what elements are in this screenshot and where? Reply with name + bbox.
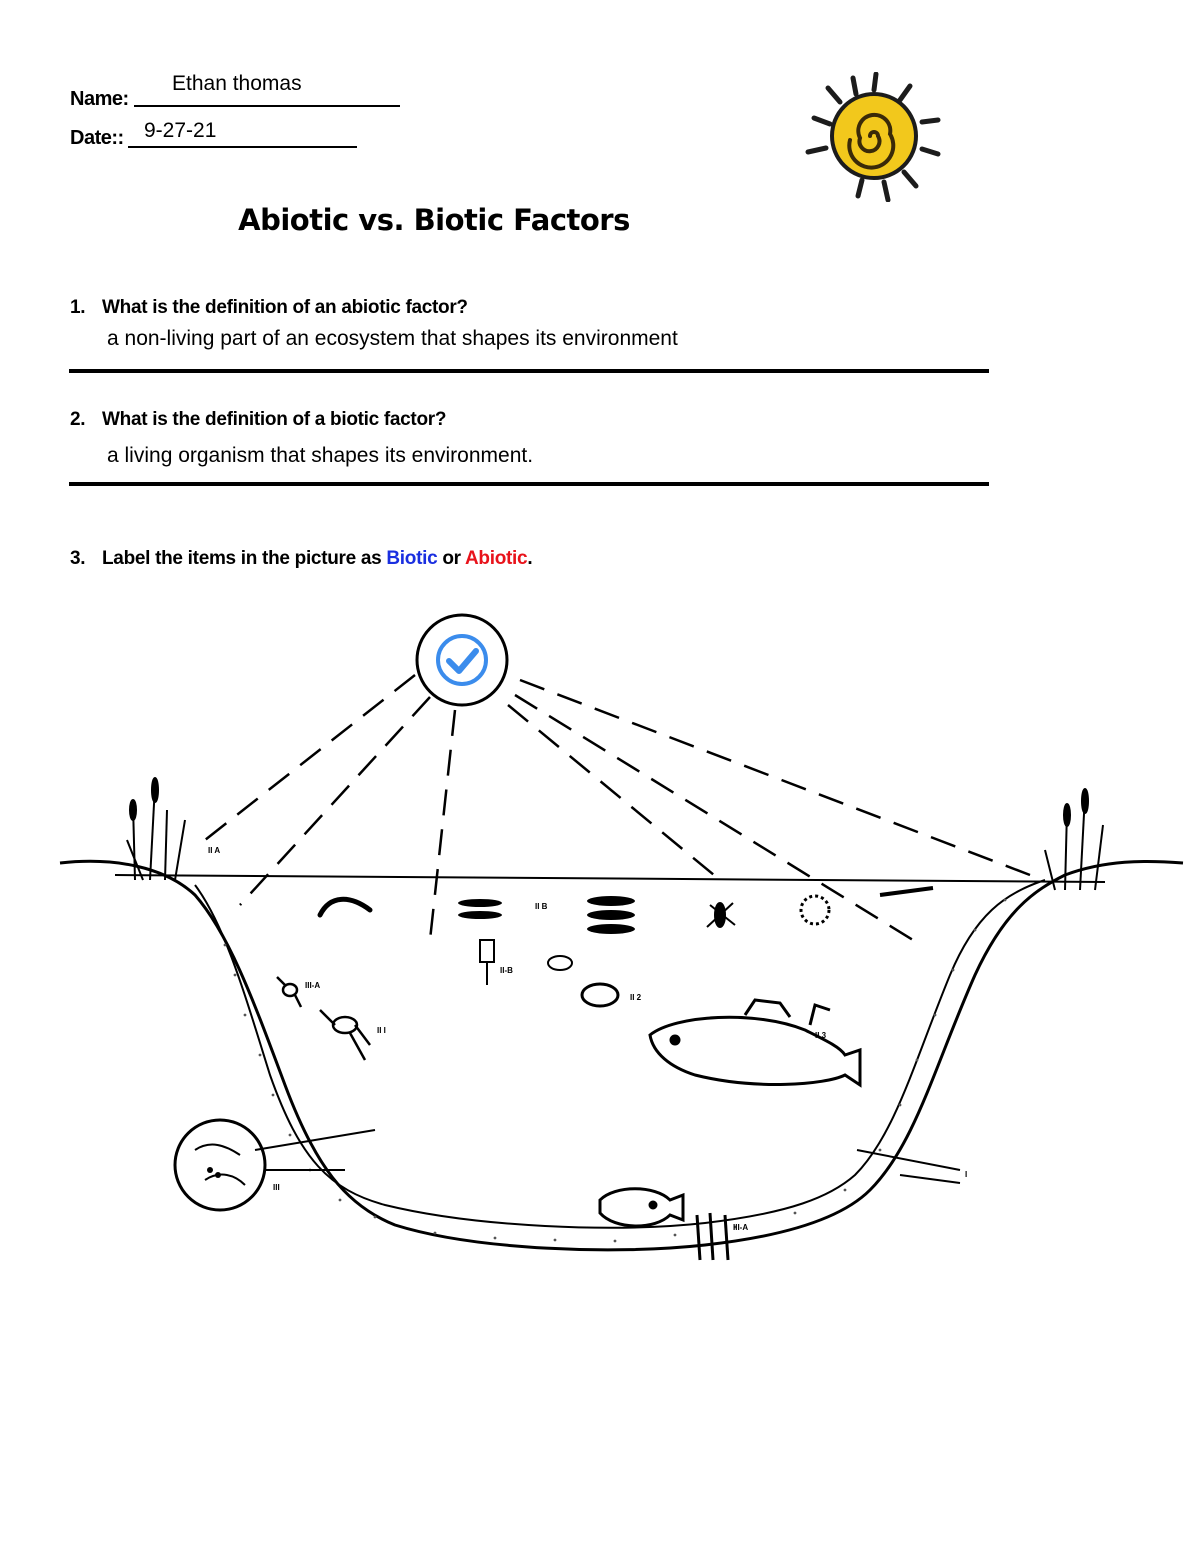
label-ii-2: II 2 [630, 993, 642, 1002]
algae-cells [458, 896, 635, 934]
label-iii: III [273, 1183, 280, 1192]
sunfish [598, 1187, 685, 1228]
answer-2-rule [69, 482, 989, 486]
water-surface [114, 874, 1106, 883]
label-ii-a: II A [208, 846, 220, 855]
soil-closeup-circle [173, 1118, 267, 1212]
name-underline [134, 105, 400, 107]
name-value[interactable]: Ethan thomas [172, 72, 302, 95]
soil-pointer-line [254, 1129, 376, 1151]
date-value[interactable]: 9-27-21 [144, 119, 217, 142]
crayfish-organism [319, 1009, 371, 1061]
question-2-text: What is the definition of a biotic facto… [102, 409, 447, 430]
pond-ecosystem-diagram: II A II B III-A II I II-B II 2 II 3 III … [59, 613, 1184, 1261]
question-1-text: What is the definition of an abiotic fac… [102, 297, 468, 318]
abiotic-word: Abiotic [465, 548, 528, 569]
answer-1[interactable]: a non-living part of an ecosystem that s… [107, 327, 678, 350]
question-3-number: 3. [70, 548, 86, 569]
plankton-cluster [799, 894, 831, 926]
biotic-word: Biotic [386, 548, 438, 569]
checkmark-circle-icon[interactable] [415, 613, 509, 707]
bank-pointer-line [856, 1149, 961, 1171]
label-ii-3: II 3 [815, 1031, 827, 1040]
question-3-end: . [527, 548, 533, 569]
pond-bank-outer [59, 859, 1184, 1252]
pond-bank-inner [194, 879, 1046, 1229]
small-bug-organism [276, 976, 303, 1008]
bottom-plants [695, 1212, 730, 1261]
bank-pointer-line-2 [899, 1174, 961, 1184]
worm-organism [317, 896, 373, 918]
cattail-plants-right [1044, 788, 1104, 891]
question-1: 1. What is the definition of an abiotic f… [70, 297, 468, 319]
question-3-middle: or [437, 548, 466, 569]
question-3: 3. Label the items in the picture as Biot… [70, 548, 533, 570]
label-iii-a: III-A [305, 981, 320, 990]
small-fish [580, 982, 620, 1008]
sun-icon [805, 72, 941, 202]
date-label: Date:: [70, 127, 124, 149]
answer-2[interactable]: a living organism that shapes its enviro… [107, 444, 534, 467]
label-i: I [965, 1170, 967, 1179]
worksheet-title: Abiotic vs. Biotic Factors [238, 203, 630, 237]
question-2-number: 2. [70, 409, 86, 430]
label-ii-1: II I [377, 1026, 386, 1035]
date-underline [128, 146, 357, 148]
floating-stick [879, 886, 934, 897]
snail-organism [547, 955, 573, 971]
label-ii-b: II B [535, 902, 548, 911]
question-1-number: 1. [70, 297, 86, 318]
label-iii-a2: III-A [733, 1223, 748, 1232]
water-insect [706, 902, 736, 928]
cattail-plants-left [126, 777, 186, 881]
sun-ray-lines [204, 674, 1031, 942]
question-3-text: Label the items in the picture as [102, 548, 387, 569]
bass-fish [648, 998, 862, 1088]
question-2: 2. What is the definition of a biotic fac… [70, 409, 446, 431]
name-label: Name: [70, 88, 129, 110]
mosquito-larva [479, 939, 495, 985]
label-ii-b2: II-B [500, 966, 513, 975]
answer-1-rule [69, 369, 989, 373]
